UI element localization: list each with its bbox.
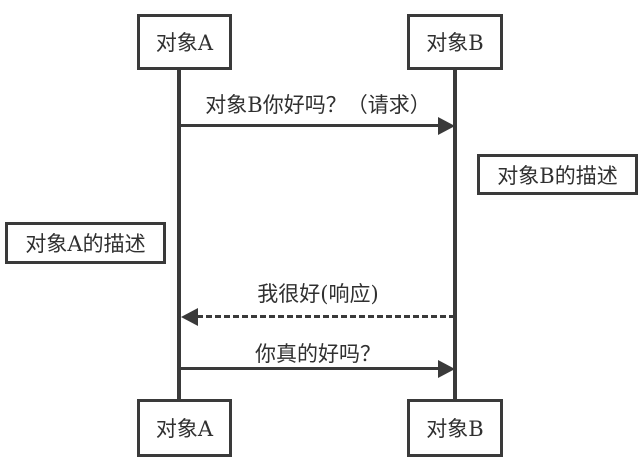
message-1-label: 对象B你好吗？（请求） (205, 93, 431, 117)
message-1-line (179, 124, 439, 127)
arrow-right-icon (438, 117, 455, 135)
node-label: 对象A (155, 417, 214, 441)
lifeline-object-a (177, 68, 181, 401)
node-label: 对象B (426, 31, 484, 55)
node-label: 对象A (155, 31, 214, 55)
annotation-object-a-description: 对象A的描述 (5, 222, 166, 264)
arrow-left-icon (181, 308, 198, 326)
node-object-b-bottom: 对象B (407, 399, 503, 457)
message-2-label: 我很好(响应) (257, 282, 379, 306)
lifeline-object-b (453, 68, 457, 401)
node-label: 对象B (426, 417, 484, 441)
message-2-line (197, 315, 455, 318)
message-3-line (179, 367, 439, 370)
message-3-label: 你真的好吗？ (255, 342, 381, 366)
arrow-right-icon (438, 360, 455, 378)
annotation-label: 对象A的描述 (25, 232, 146, 256)
node-object-a-top: 对象A (137, 14, 232, 70)
node-object-b-top: 对象B (407, 14, 503, 70)
annotation-label: 对象B的描述 (497, 163, 618, 188)
node-object-a-bottom: 对象A (137, 399, 232, 457)
annotation-object-b-description: 对象B的描述 (477, 154, 638, 195)
